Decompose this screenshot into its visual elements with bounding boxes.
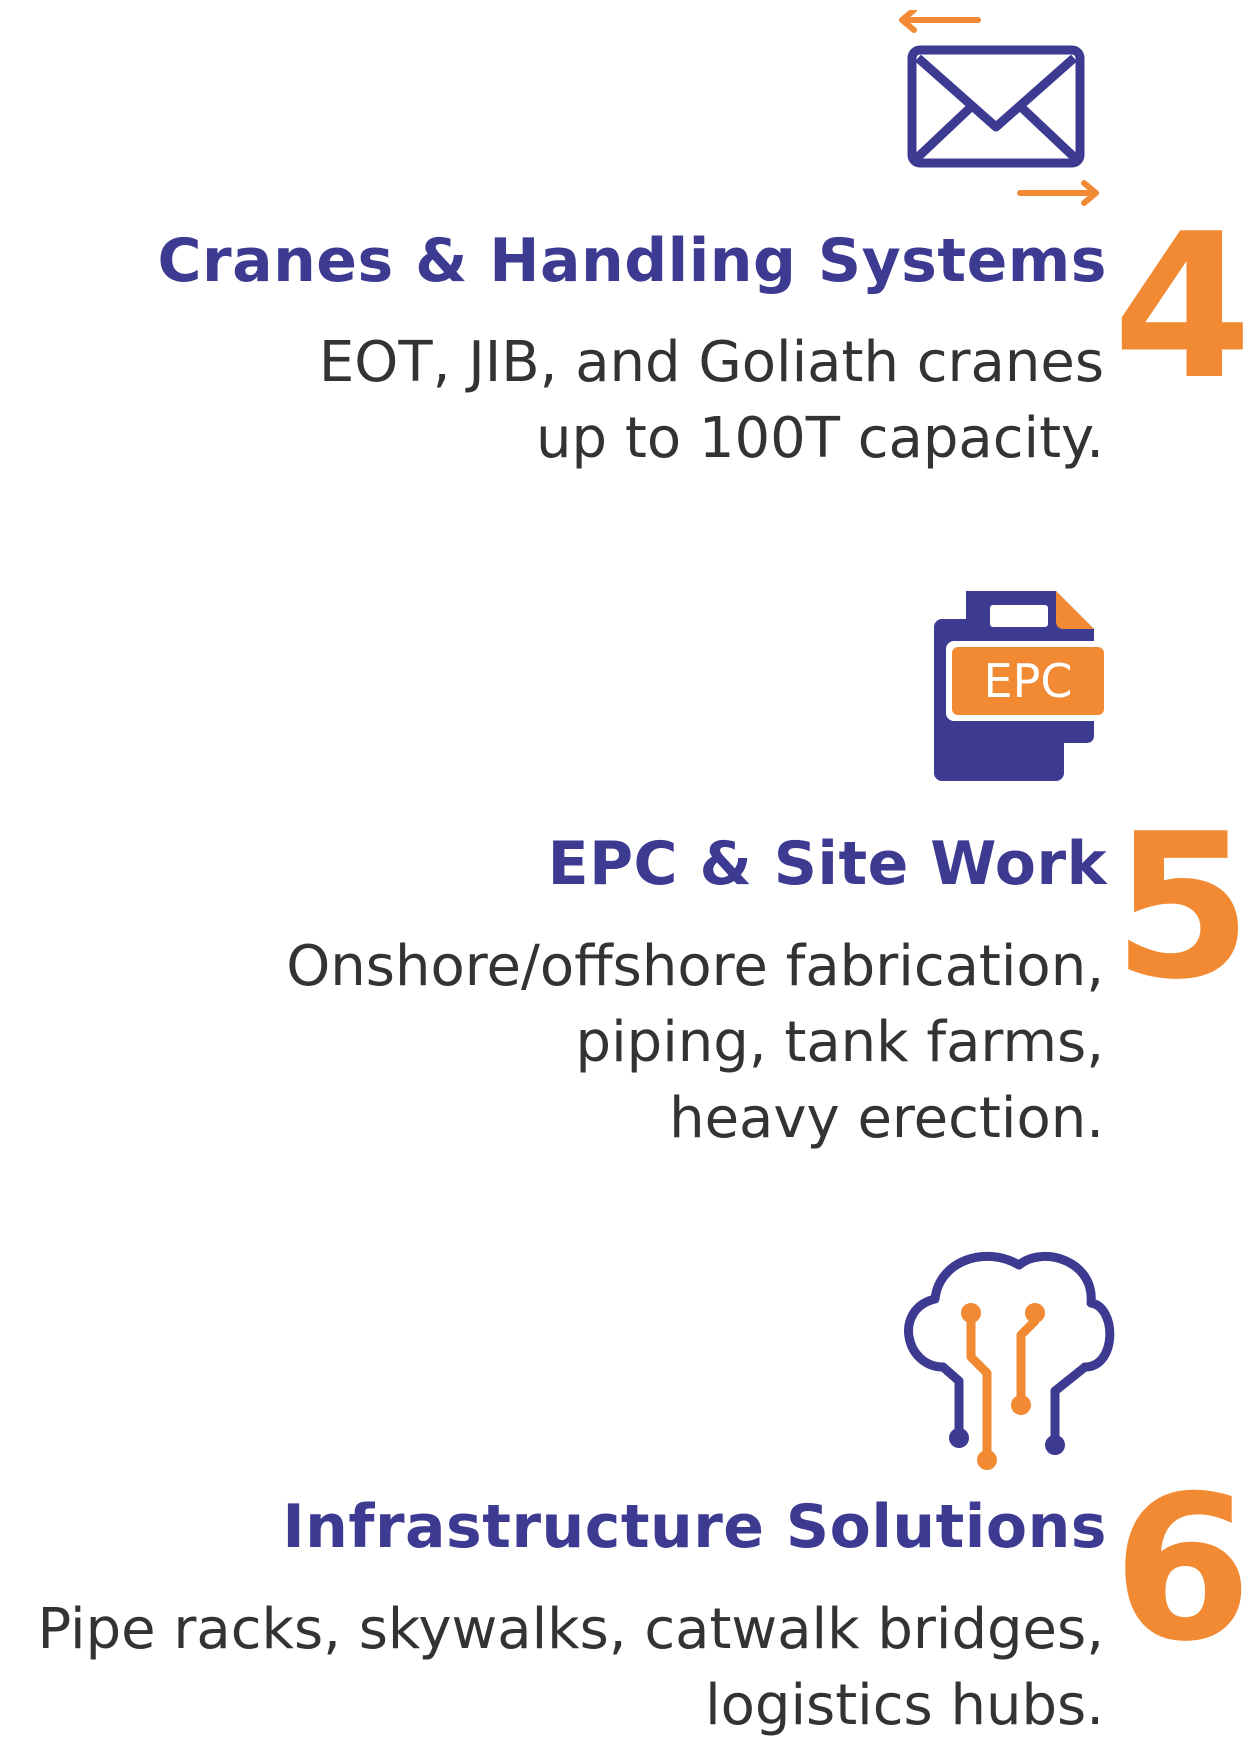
description-line: logistics hubs. (705, 1673, 1104, 1738)
section-description: Pipe racks, skywalks, catwalk bridges, l… (38, 1592, 1105, 1744)
section-number: 6 (1112, 1453, 1252, 1686)
section-description: EOT, JIB, and Goliath cranes up to 100T … (319, 325, 1104, 477)
section-number: 5 (1112, 791, 1252, 1024)
epc-icon-label: EPC (984, 654, 1073, 708)
epc-document-icon: EPC (934, 591, 1110, 781)
description-line: heavy erection. (669, 1086, 1104, 1151)
description-line: up to 100T capacity. (536, 406, 1104, 471)
section-description: Onshore/offshore fabrication, piping, ta… (286, 929, 1104, 1157)
cloud-network-icon (904, 1251, 1115, 1470)
description-line: EOT, JIB, and Goliath cranes (318, 330, 1104, 395)
section-title: Infrastructure Solutions (282, 1492, 1107, 1562)
section-title: EPC & Site Work (547, 829, 1107, 899)
envelope-exchange-icon (899, 10, 1099, 206)
section-number: 4 (1112, 191, 1252, 424)
description-line: piping, tank farms, (575, 1010, 1104, 1075)
description-line: Onshore/offshore fabrication, (286, 934, 1104, 999)
section-title: Cranes & Handling Systems (157, 226, 1107, 296)
description-line: Pipe racks, skywalks, catwalk bridges, (37, 1597, 1105, 1662)
